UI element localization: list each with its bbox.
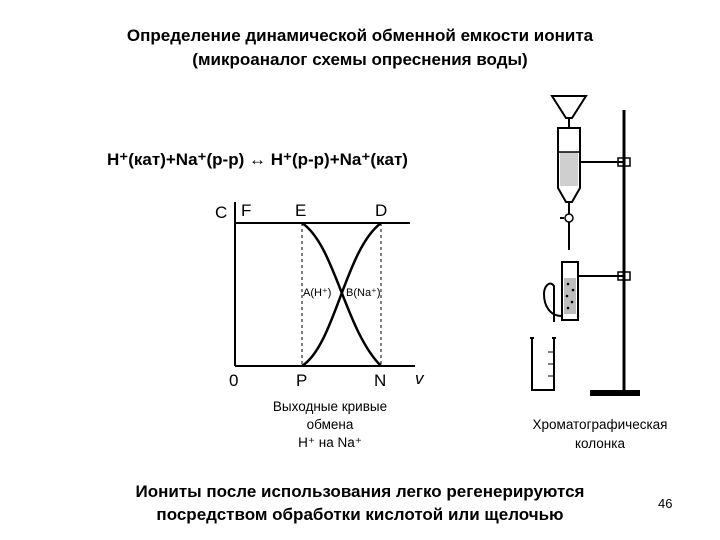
- column-caption-line-1: Хроматографическая: [532, 417, 668, 432]
- breakthrough-curves-graph: C F E D 0 P N v A(H⁺) B(Na⁺): [215, 201, 425, 390]
- conclusion-line-2: посредством обработки кислотой или щелоч…: [156, 505, 564, 524]
- label-zero: 0: [229, 371, 238, 390]
- label-e: E: [295, 201, 306, 220]
- graph-caption-line-1: Выходные кривые: [272, 399, 388, 414]
- label-v: v: [415, 369, 425, 388]
- label-c: C: [215, 203, 227, 222]
- title-line-1: Определение динамической обменной емкост…: [126, 26, 594, 45]
- conclusion-text: Иониты после использования легко регенер…: [60, 480, 660, 526]
- curve-b-na: [301, 222, 382, 368]
- label-d: D: [375, 201, 387, 220]
- slide-title: Определение динамической обменной емкост…: [40, 24, 680, 72]
- label-curve-b: B(Na⁺): [346, 287, 381, 299]
- graph-caption-line-2: обмена: [306, 417, 354, 432]
- label-f: F: [241, 201, 251, 220]
- title-line-2: (микроаналог схемы опреснения воды): [192, 50, 528, 69]
- label-n: N: [374, 371, 386, 390]
- curve-a-h: [301, 221, 382, 367]
- label-p: P: [296, 371, 307, 390]
- exchange-equation: H⁺(кат)+Na⁺(р-р) ↔ H⁺(р-р)+Na⁺(кат): [107, 150, 408, 169]
- graph-caption-line-3: H⁺ на Na⁺: [298, 435, 362, 450]
- chromatography-column-illustration: [530, 95, 640, 396]
- column-caption: Хроматографическая колонка: [500, 415, 700, 453]
- page-number: 46: [658, 496, 673, 511]
- column-caption-line-2: колонка: [575, 436, 625, 451]
- graph-caption: Выходные кривые обмена H⁺ на Na⁺: [235, 398, 425, 452]
- label-curve-a: A(H⁺): [303, 287, 331, 299]
- conclusion-line-1: Иониты после использования легко регенер…: [135, 482, 585, 501]
